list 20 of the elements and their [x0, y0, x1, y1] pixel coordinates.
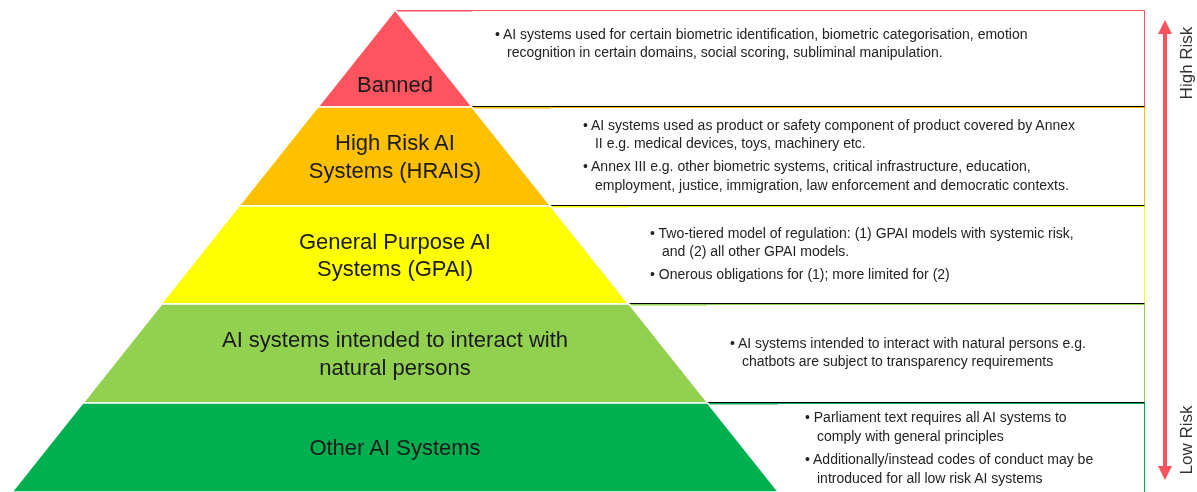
risk-label: Low Risk: [1177, 405, 1197, 475]
description-box: [778, 403, 1145, 492]
bullet-text: • Two-tiered model of regulation: (1) GPAI models with systemic risk, and (2) all other GPAI models.: [650, 223, 1075, 262]
bullet-text: • AI systems intended to interact with natural persons e.g. chatbots are subject to transparency requirements: [730, 333, 1087, 372]
description-box: [707, 304, 1145, 403]
bullet-text: • Annex III e.g. other biometric systems, critical infrastructure, education, employment, justice, immigration, law enforcement and democratic contexts.: [583, 157, 1070, 196]
bullet-text: • AI systems used for certain biometric identification, biometric categorisation, emotion recognition in certain domains, social scoring, subliminal manipulation.: [495, 24, 1029, 63]
tier-label: Banned: [356, 70, 434, 99]
tier-label: AI systems intended to interact with natural persons: [220, 326, 569, 381]
risk-label: High Risk: [1176, 26, 1197, 100]
description-box: [472, 10, 1145, 107]
description-box: [550, 107, 1145, 206]
tier-label: High Risk AI Systems (HRAIS): [307, 129, 483, 184]
bullet-text: • Additionally/instead codes of conduct may be introduced for all low risk AI systems: [805, 449, 1095, 488]
bullet-text: • Parliament text requires all AI systems to comply with general principles: [805, 408, 1068, 446]
description-box: [628, 206, 1145, 304]
tier-label: Other AI Systems: [308, 433, 482, 462]
bullet-text: • Onerous obligations for (1); more limited for (2): [650, 265, 951, 285]
tier-label: General Purpose AI Systems (GPAI): [297, 227, 492, 283]
bullet-text: • AI systems used as product or safety component of product covered by Annex II e.g. medical devices, toys, machinery etc.: [583, 115, 1077, 154]
